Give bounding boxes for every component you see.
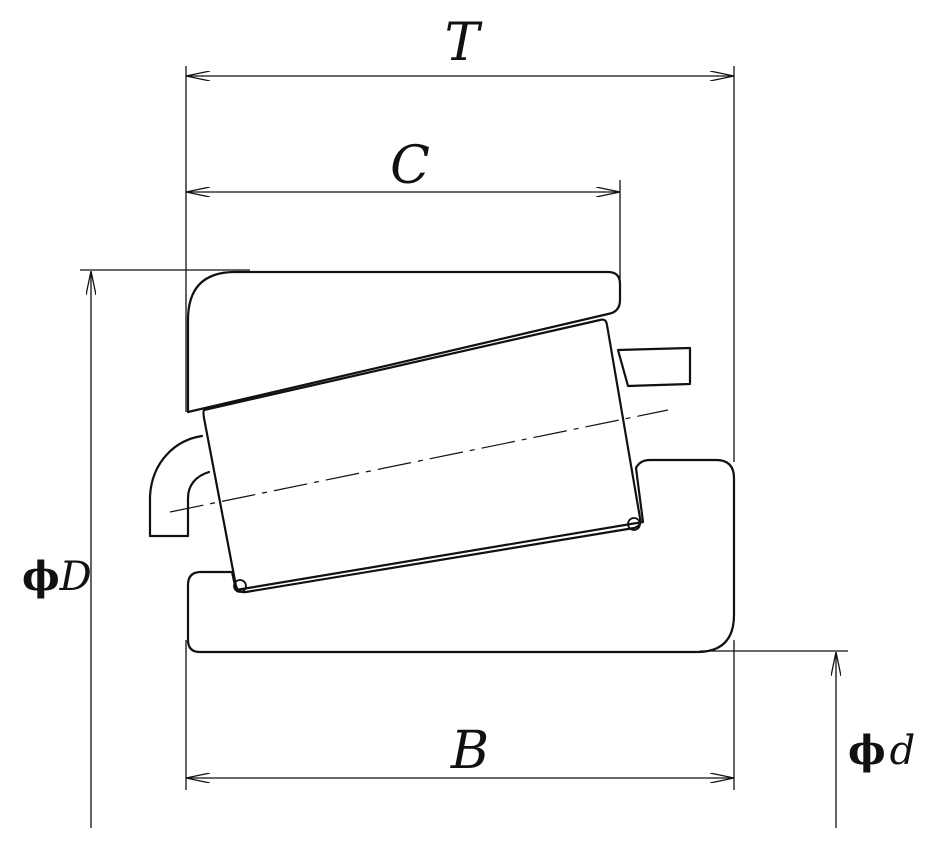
inner-ring-cone — [186, 458, 736, 654]
label-C: C — [390, 136, 430, 196]
roller-axis-centerline — [169, 409, 669, 513]
label-B: B — [450, 721, 489, 781]
outer-ring-cup — [186, 270, 622, 414]
label-phiD: ϕD — [22, 553, 92, 600]
label-phiD-letter: D — [59, 554, 92, 600]
label-phiD-symbol: ϕ — [22, 553, 60, 600]
label-phid-symbol: ϕ — [848, 727, 886, 774]
label-phid-letter: d — [890, 728, 916, 774]
cage-segment-right — [616, 346, 692, 388]
cage-segment-left — [148, 434, 211, 538]
label-T: T — [445, 13, 483, 73]
tapered-roller — [202, 318, 642, 594]
